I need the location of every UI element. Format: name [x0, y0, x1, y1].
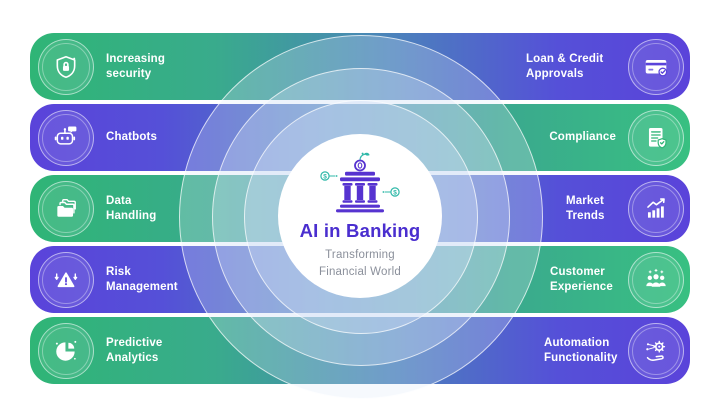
svg-text:$: $ — [393, 189, 397, 196]
data-handling-label: Data Handling — [106, 194, 157, 222]
svg-text:$: $ — [323, 173, 327, 180]
loan-credit-approvals-badge — [628, 38, 684, 95]
chatbots-label: Chatbots — [106, 131, 158, 144]
center-subtitle-line1: Transforming — [325, 248, 395, 261]
center-subtitle-line2: Financial World — [318, 265, 402, 278]
item-compliance: Compliance — [549, 109, 690, 166]
item-predictive-analytics: Predictive Analytics — [30, 322, 163, 379]
compliance-label: Compliance — [549, 131, 616, 144]
pie-analytics-icon — [55, 340, 77, 361]
customers-icon — [646, 268, 666, 287]
risk-management-label: Risk Management — [106, 265, 178, 293]
data-handling-badge — [38, 180, 94, 237]
predictive-analytics-label: Predictive Analytics — [106, 336, 163, 364]
chatbots-badge — [38, 109, 94, 166]
compliance-document-icon — [648, 127, 667, 149]
customer-experience-label: Customer Experience — [550, 265, 613, 293]
risk-management-badge — [38, 251, 94, 308]
center-subtitle: Transforming Financial World — [319, 247, 401, 280]
bank-building-icon: $ $ — [320, 152, 400, 213]
item-market-trends: Market Trends — [566, 180, 690, 237]
center-title: AI in Banking — [299, 219, 421, 241]
compliance-badge — [628, 109, 684, 166]
folders-icon — [57, 198, 76, 217]
automation-functionality-badge — [628, 322, 684, 379]
item-chatbots: Chatbots — [30, 109, 158, 166]
increasing-security-label: Increasing security — [106, 52, 166, 80]
shield-lock-icon — [56, 55, 76, 78]
center-hub: $ $ AI in Banking Tr — [278, 134, 442, 298]
item-automation-functionality: Automation Functionality — [544, 322, 690, 379]
item-increasing-security: Increasing security — [30, 38, 168, 95]
automation-functionality-label: Automation Functionality — [544, 336, 618, 364]
loan-credit-approvals-label: Loan & Credit Approvals — [526, 52, 604, 80]
item-risk-management: Risk Management — [30, 251, 178, 308]
market-trends-badge — [628, 180, 684, 237]
predictive-analytics-badge — [38, 322, 94, 379]
automation-gear-hand-icon — [646, 340, 666, 361]
customer-experience-badge — [628, 251, 684, 308]
item-customer-experience: Customer Experience — [550, 251, 690, 308]
credit-card-check-icon — [645, 59, 668, 76]
market-trends-label: Market Trends — [566, 194, 605, 222]
chatbot-icon — [54, 126, 77, 145]
increasing-security-badge — [38, 38, 94, 95]
market-trends-chart-icon — [647, 197, 665, 218]
item-data-handling: Data Handling — [30, 180, 157, 237]
risk-warning-icon — [54, 271, 78, 287]
item-loan-credit-approvals: Loan & Credit Approvals — [526, 38, 690, 95]
